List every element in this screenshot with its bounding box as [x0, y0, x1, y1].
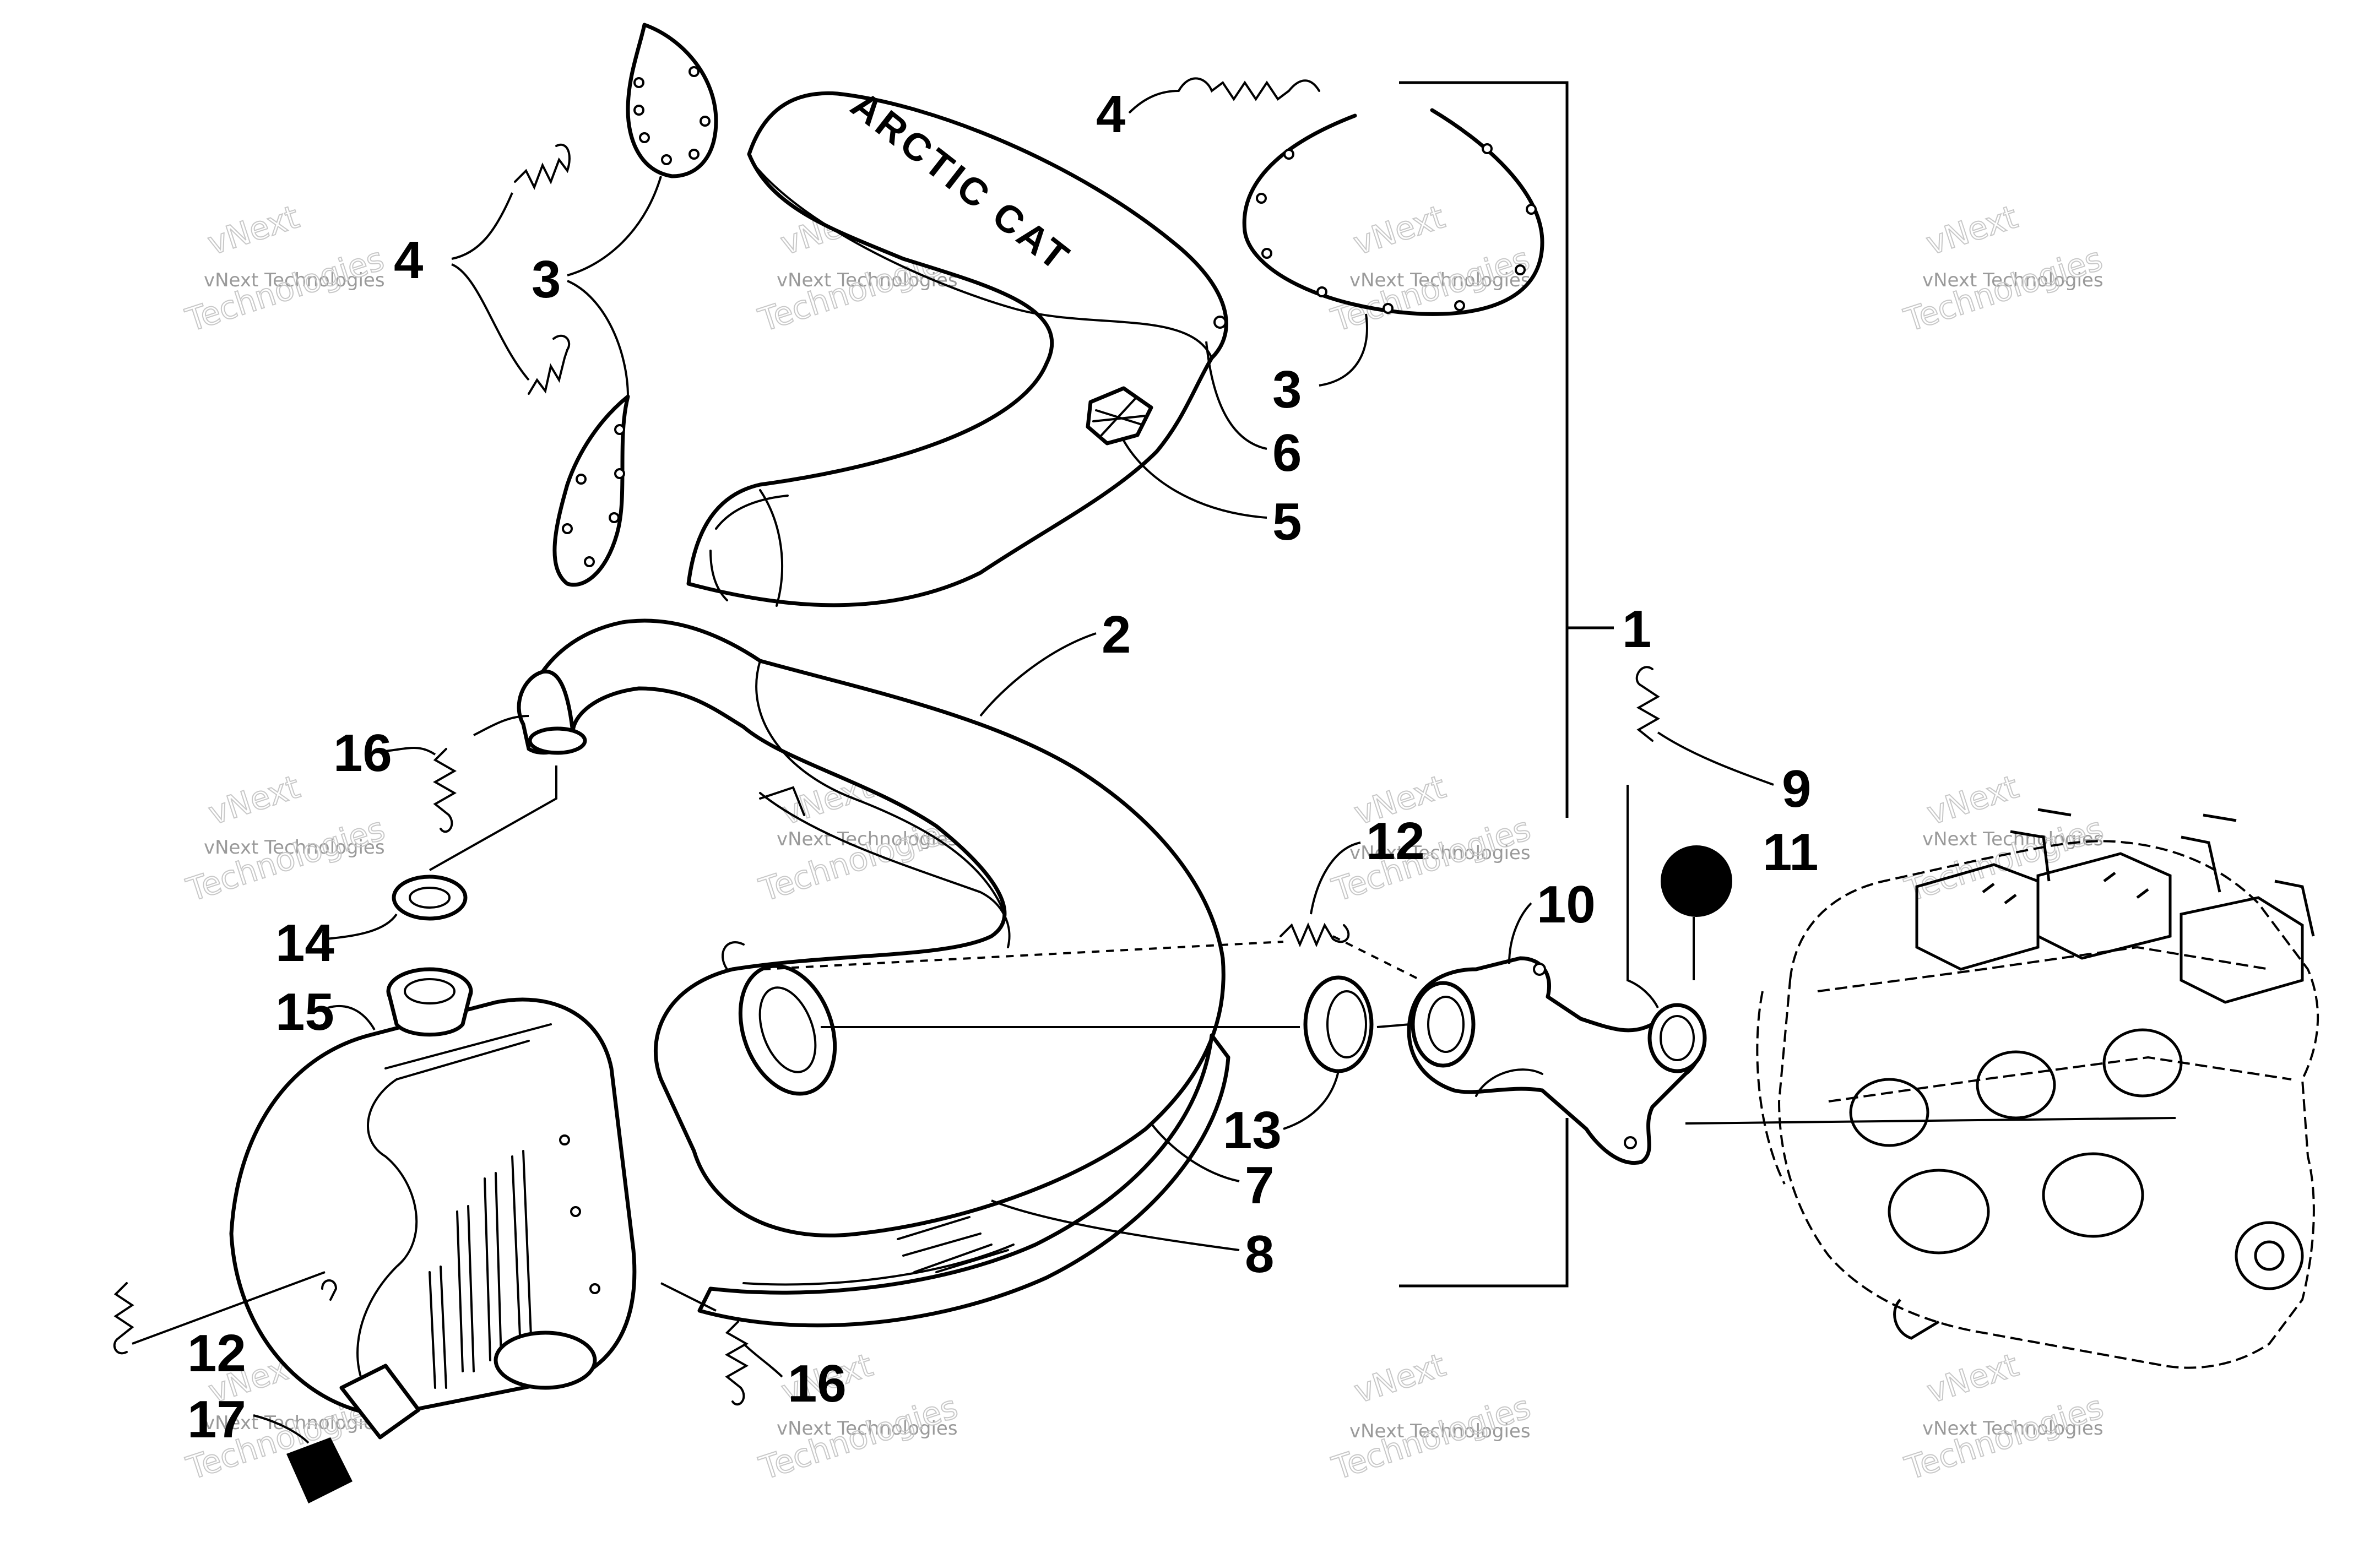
callout-8: 8 — [1245, 1225, 1274, 1284]
callout-6: 6 — [1272, 423, 1302, 482]
watermark-text: vNext — [204, 768, 304, 832]
leader-lines — [132, 90, 2176, 1444]
callout-1: 1 — [1622, 600, 1651, 659]
engine-reference — [1756, 808, 2319, 1369]
watermark-text: vNext — [203, 198, 303, 262]
callout-5: 5 — [1272, 492, 1302, 551]
watermark-text: vNext Technologies — [204, 1412, 385, 1434]
callout-9: 9 — [1782, 759, 1811, 818]
callout-13: 13 — [1223, 1101, 1282, 1160]
watermark-text: vNext — [1349, 198, 1449, 262]
callout-15: 15 — [275, 982, 334, 1041]
watermark-text: vNext Technologies — [204, 837, 385, 859]
callout-4: 4 — [1096, 85, 1125, 144]
muffler — [229, 967, 637, 1440]
callout-4: 4 — [394, 231, 423, 290]
watermark-text: vNext Technologies — [1922, 1418, 2103, 1440]
callout-16: 16 — [333, 724, 392, 783]
callout-3: 3 — [1272, 360, 1302, 419]
watermark-text: vNext Technologies — [1922, 269, 2103, 291]
watermark-text: vNext — [1349, 1346, 1450, 1410]
watermark-text: vNext — [1922, 198, 2022, 262]
watermark-text: vNext Technologies — [777, 269, 958, 291]
callout-16: 16 — [788, 1354, 847, 1413]
callout-12: 12 — [1366, 812, 1425, 871]
springs-and-clamps — [113, 23, 1661, 1503]
callout-14: 14 — [275, 914, 334, 973]
gasket-11 — [1661, 845, 1732, 917]
watermark-text: vNext Technologies — [1349, 269, 1531, 291]
assembly-bracket — [1399, 81, 1614, 1288]
exhaust-expansion-pipe — [517, 618, 1230, 1328]
watermark-text: vNext Technologies — [1349, 842, 1531, 864]
seal-ring-13 — [1303, 975, 1374, 1073]
callout-17: 17 — [187, 1390, 246, 1449]
watermark-text: vNext Technologies — [1349, 1420, 1531, 1442]
gasket-14 — [392, 875, 468, 921]
watermark-text: vNext Technologies — [777, 1418, 958, 1440]
watermark-text: vNext Technologies — [204, 269, 385, 291]
exhaust-heat-shield: ARCTIC CAT — [686, 83, 1228, 607]
exhaust-manifold-10 — [1407, 956, 1704, 1165]
callout-7: 7 — [1245, 1156, 1274, 1215]
callout-2: 2 — [1102, 605, 1131, 664]
small-parts — [392, 845, 1732, 1165]
callout-10: 10 — [1537, 875, 1596, 934]
callout-labels: 1 2 3 3 4 4 5 6 7 8 9 10 11 12 12 13 14 … — [187, 85, 1818, 1449]
watermark-text: vNext — [1922, 768, 2023, 832]
callout-3: 3 — [532, 250, 561, 309]
damper-17 — [286, 1437, 353, 1503]
watermark-text: vNext — [1922, 1346, 2023, 1410]
callout-11: 11 — [1763, 823, 1818, 882]
callout-12: 12 — [187, 1324, 246, 1383]
